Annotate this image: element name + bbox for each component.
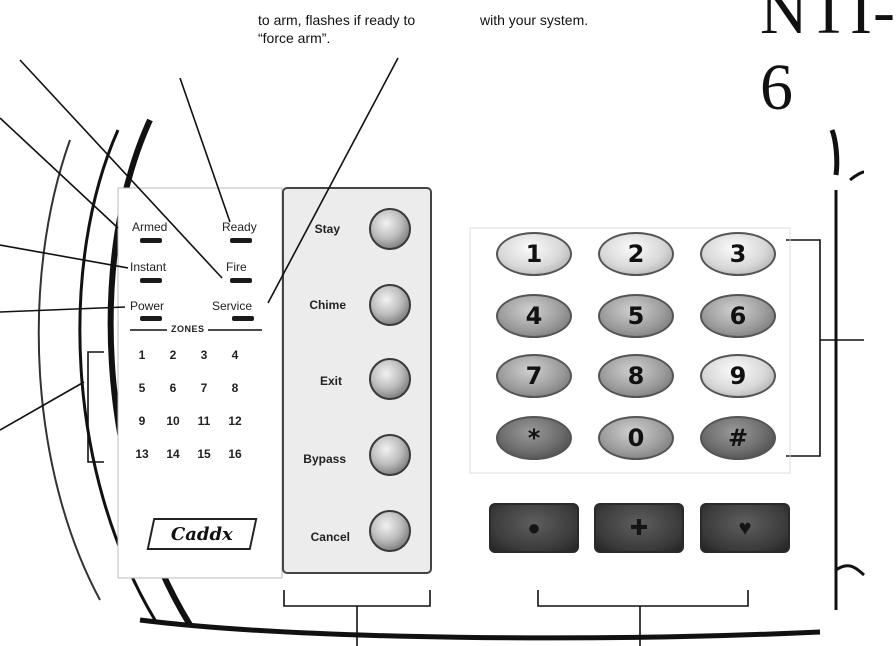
keypad-key-8[interactable]: 8 xyxy=(598,354,674,398)
stay-label: Stay xyxy=(314,222,340,236)
page-title-fragment: NTI-6 xyxy=(760,0,896,124)
zone-number: 4 xyxy=(231,348,239,362)
zone-number: 16 xyxy=(228,447,242,461)
housing-right-top-edge xyxy=(829,129,840,176)
leader-zones xyxy=(0,381,85,431)
zone-number: 11 xyxy=(197,414,211,428)
housing-bottom-edge xyxy=(139,617,821,641)
police-icon: ● xyxy=(527,515,541,540)
keypad-key-star[interactable]: * xyxy=(496,416,572,460)
zone-number: 8 xyxy=(231,381,239,395)
keypad-key-1[interactable]: 1 xyxy=(496,232,572,276)
keypad-key-4[interactable]: 4 xyxy=(496,294,572,338)
status-instant-led xyxy=(140,278,162,283)
status-power-label: Power xyxy=(130,299,165,313)
brand-logo: Caddx xyxy=(146,518,258,550)
status-instant-label: Instant xyxy=(130,260,167,274)
leader-fire xyxy=(19,59,223,279)
keypad-key-hash[interactable]: # xyxy=(700,416,776,460)
status-ready-label: Ready xyxy=(222,220,257,234)
keypad-bracket xyxy=(786,239,821,457)
leader-power xyxy=(0,306,126,313)
chime-label: Chime xyxy=(309,298,346,312)
fire-icon: ♥ xyxy=(738,515,752,540)
zone-number-grid: 1 2 3 4 5 6 7 8 9 10 11 12 13 14 15 16 xyxy=(131,348,255,461)
keypad-key-5[interactable]: 5 xyxy=(598,294,674,338)
housing-right-notch xyxy=(835,564,865,577)
zone-number: 14 xyxy=(166,447,180,461)
zone-number: 10 xyxy=(166,414,180,428)
status-power-led xyxy=(140,316,162,321)
zone-number: 3 xyxy=(200,348,208,362)
status-ready-led xyxy=(230,238,252,243)
housing-right-notch-top xyxy=(849,170,865,182)
exit-label: Exit xyxy=(319,374,342,388)
zone-number: 1 xyxy=(138,348,146,362)
status-service-label: Service xyxy=(212,299,253,313)
keypad-bezel xyxy=(469,227,791,474)
status-armed-led xyxy=(140,238,162,243)
brand-logo-text: Caddx xyxy=(171,523,233,545)
zone-number: 13 xyxy=(135,447,149,461)
leader-instant xyxy=(0,244,129,269)
zone-number: 15 xyxy=(197,447,211,461)
medical-icon: ✚ xyxy=(629,515,649,540)
zone-number: 6 xyxy=(169,381,177,395)
stay-button[interactable] xyxy=(369,208,411,250)
panic-bracket xyxy=(537,590,749,607)
status-armed-label: Armed xyxy=(132,220,168,234)
keypad-key-3[interactable]: 3 xyxy=(700,232,776,276)
medical-panic-button[interactable]: ✚ xyxy=(594,503,684,553)
leader-armed xyxy=(0,117,119,229)
zone-number: 12 xyxy=(228,414,242,428)
keypad-key-2[interactable]: 2 xyxy=(598,232,674,276)
keypad-key-9[interactable]: 9 xyxy=(700,354,776,398)
bypass-label: Bypass xyxy=(303,452,346,466)
cancel-label: Cancel xyxy=(310,530,350,544)
cancel-button[interactable] xyxy=(369,510,411,552)
service-callout-line: with your system. xyxy=(480,12,589,28)
bypass-button[interactable] xyxy=(369,434,411,476)
zone-number: 5 xyxy=(138,381,146,395)
ready-callout-line1: to arm, flashes if ready to xyxy=(258,12,416,28)
fire-panic-button[interactable]: ♥ xyxy=(700,503,790,553)
status-fire-label: Fire xyxy=(226,260,247,274)
status-service-led xyxy=(232,316,254,321)
keypad-key-0[interactable]: 0 xyxy=(598,416,674,460)
zones-bracket xyxy=(87,351,104,463)
zone-number: 9 xyxy=(138,414,146,428)
keypad-key-6[interactable]: 6 xyxy=(700,294,776,338)
chime-button[interactable] xyxy=(369,284,411,326)
ready-callout-line2: “force arm”. xyxy=(258,30,331,46)
exit-button[interactable] xyxy=(369,358,411,400)
function-bracket xyxy=(283,590,431,607)
zones-title: ZONES xyxy=(171,324,205,334)
police-panic-button[interactable]: ● xyxy=(489,503,579,553)
zone-number: 2 xyxy=(169,348,177,362)
status-fire-led xyxy=(230,278,252,283)
leader-ready xyxy=(179,77,231,223)
leader-service xyxy=(267,57,399,304)
keypad-key-7[interactable]: 7 xyxy=(496,354,572,398)
status-faceplate xyxy=(117,187,283,579)
zone-number: 7 xyxy=(200,381,208,395)
housing-left-edge xyxy=(37,139,101,601)
